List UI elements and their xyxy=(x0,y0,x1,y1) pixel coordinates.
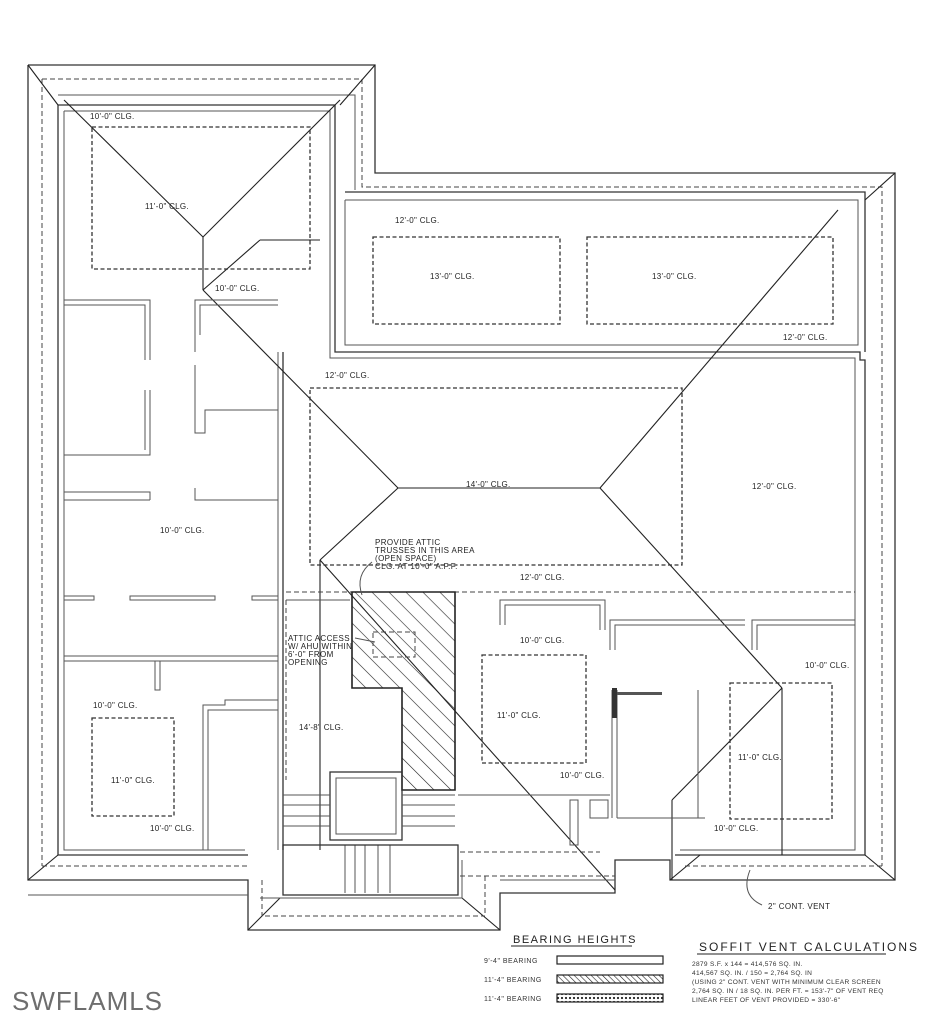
svg-text:LINEAR FEET OF VENT PROVIDED =: LINEAR FEET OF VENT PROVIDED = 330'-6" xyxy=(692,997,841,1004)
bearing-heights-legend: BEARING HEIGHTS 9'-4" BEARING 11'-4" BEA… xyxy=(484,934,664,1003)
svg-text:SOFFIT VENT CALCULATIONS: SOFFIT VENT CALCULATIONS xyxy=(699,940,919,954)
watermark-logo: SWFLAMLS xyxy=(12,986,164,1016)
vent-note: 2" CONT. VENT xyxy=(746,869,830,911)
ceiling-label: 12'-0" CLG. xyxy=(325,371,370,380)
ceiling-label: 10'-0" CLG. xyxy=(215,284,260,293)
ceiling-label: 10'-0" CLG. xyxy=(150,824,195,833)
interior-walls xyxy=(63,299,855,850)
svg-text:TRUSSES IN THIS AREA: TRUSSES IN THIS AREA xyxy=(375,546,475,555)
ceiling-label: 12'-0" CLG. xyxy=(395,216,440,225)
ceiling-label: 13'-0" CLG. xyxy=(652,272,697,281)
svg-text:2879 S.F. x 144 = 414,576 SQ.: 2879 S.F. x 144 = 414,576 SQ. IN. xyxy=(692,961,803,968)
ceiling-label: 12'-0" CLG. xyxy=(520,573,565,582)
svg-text:414,567 SQ. IN. / 150 = 2,764: 414,567 SQ. IN. / 150 = 2,764 SQ. IN xyxy=(692,970,812,977)
tray-ceilings xyxy=(91,126,834,820)
ceiling-label: 11'-0" CLG. xyxy=(497,711,541,720)
ceiling-label: 11'-0" CLG. xyxy=(738,753,782,762)
svg-text:(OPEN SPACE): (OPEN SPACE) xyxy=(375,554,437,563)
attic-access-note: ATTIC ACCESS W/ AHU WITHIN 6'-0" FROM OP… xyxy=(288,634,376,667)
ceiling-label: 10'-0" CLG. xyxy=(714,824,759,833)
ceiling-label: 11'-0" CLG. xyxy=(145,202,189,211)
bearing-hatch-area xyxy=(351,591,456,791)
svg-text:W/ AHU WITHIN: W/ AHU WITHIN xyxy=(288,642,352,651)
svg-text:PROVIDE ATTIC: PROVIDE ATTIC xyxy=(375,538,441,547)
exterior-walls xyxy=(57,104,866,856)
svg-text:11'-4" BEARING: 11'-4" BEARING xyxy=(484,996,542,1003)
svg-text:CLG. AT 10'-0" A.F.F.: CLG. AT 10'-0" A.F.F. xyxy=(375,562,458,571)
soffit-vent-calculations: SOFFIT VENT CALCULATIONS 2879 S.F. x 144… xyxy=(692,940,919,1004)
ceiling-label: 10'-0" CLG. xyxy=(90,112,135,121)
ceiling-label: 10'-0" CLG. xyxy=(93,701,138,710)
ceiling-label: 12'-0" CLG. xyxy=(752,482,797,491)
ceiling-label: 11'-0" CLG. xyxy=(111,776,155,785)
ceiling-label: 10'-0" CLG. xyxy=(560,771,605,780)
ceiling-label: 10'-0" CLG. xyxy=(805,661,850,670)
svg-text:BEARING HEIGHTS: BEARING HEIGHTS xyxy=(513,934,637,946)
ceiling-label: 14'-8" CLG. xyxy=(299,723,344,732)
svg-text:(USING 2" CONT. VENT WITH MINI: (USING 2" CONT. VENT WITH MINIMUM CLEAR … xyxy=(692,979,881,986)
svg-text:6'-0" FROM: 6'-0" FROM xyxy=(288,650,334,659)
roof-outline xyxy=(27,64,896,931)
svg-text:2" CONT. VENT: 2" CONT. VENT xyxy=(768,902,830,911)
ceiling-height-labels: 10'-0" CLG. 11'-0" CLG. 10'-0" CLG. 12'-… xyxy=(90,112,850,833)
ceiling-label: 10'-0" CLG. xyxy=(520,636,565,645)
attic-truss-note: PROVIDE ATTIC TRUSSES IN THIS AREA (OPEN… xyxy=(359,538,475,596)
stair-entry xyxy=(28,771,882,917)
ceiling-label: 14'-0" CLG. xyxy=(466,480,511,489)
svg-text:OPENING: OPENING xyxy=(288,658,328,667)
ceiling-label: 10'-0" CLG. xyxy=(160,526,205,535)
svg-text:11'-4" BEARING: 11'-4" BEARING xyxy=(484,977,542,984)
ceiling-label: 13'-0" CLG. xyxy=(430,272,475,281)
ceiling-label: 12'-0" CLG. xyxy=(783,333,828,342)
svg-text:ATTIC ACCESS: ATTIC ACCESS xyxy=(288,634,350,643)
svg-text:9'-4" BEARING: 9'-4" BEARING xyxy=(484,958,538,965)
hip-lines xyxy=(27,64,896,931)
svg-text:2,764 SQ. IN / 18 SQ. IN. PER: 2,764 SQ. IN / 18 SQ. IN. PER FT. = 153'… xyxy=(692,988,884,995)
